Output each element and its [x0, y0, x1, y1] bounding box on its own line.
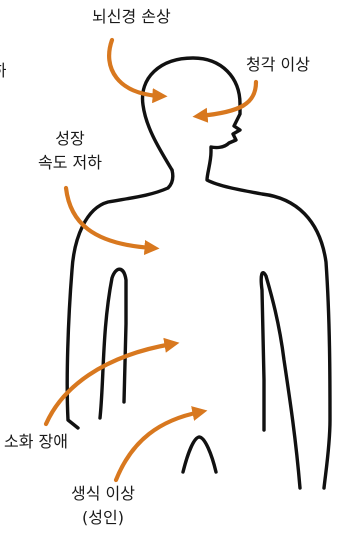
- arrow-digestive: [46, 344, 172, 424]
- label-repro-line2: (성인): [48, 506, 158, 530]
- leg-gap: [183, 437, 216, 472]
- arrow-reproductive: [116, 412, 200, 480]
- body-outline-left: [67, 170, 173, 428]
- label-growth: 성장 속도 저하: [14, 127, 126, 175]
- body-outline: [143, 58, 330, 488]
- label-growth-line2: 속도 저하: [14, 151, 126, 175]
- arrow-hearing: [200, 82, 256, 116]
- label-digestive: 소화 장애: [4, 430, 68, 454]
- label-cut-off: 하: [0, 59, 6, 83]
- right-arm-inner: [261, 273, 300, 488]
- label-reproductive: 생식 이상 (성인): [48, 482, 158, 530]
- label-repro-line1: 생식 이상: [48, 482, 158, 506]
- left-arm-inner: [100, 269, 126, 418]
- label-growth-line1: 성장: [14, 127, 126, 151]
- label-brain-damage: 뇌신경 손상: [92, 5, 171, 29]
- arrow-brain: [109, 40, 160, 96]
- label-hearing: 청각 이상: [246, 53, 310, 77]
